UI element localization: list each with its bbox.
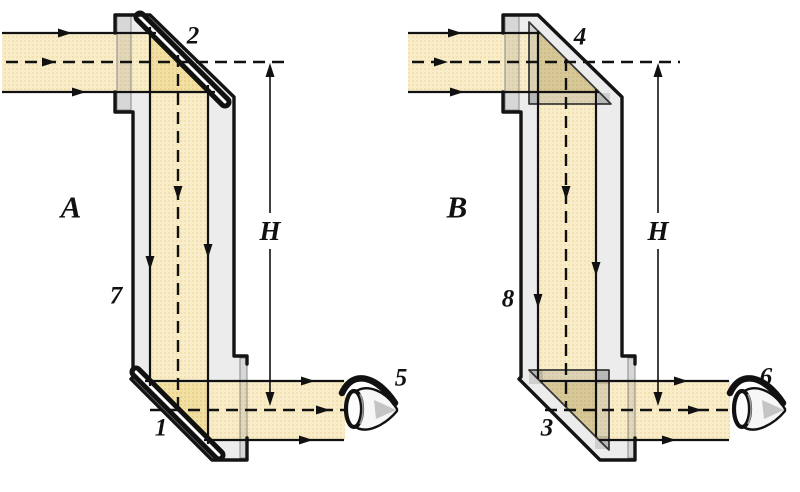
label-mirror-2: 2 (186, 23, 200, 50)
panel-a-letter: A (59, 190, 82, 225)
dimension-h-a: H (255, 63, 285, 406)
housing-b-outline-top (501, 13, 637, 366)
label-tube-8: 8 (502, 286, 515, 313)
housing-a-outline-top (113, 13, 249, 366)
eye-icon-b (730, 378, 785, 429)
housing-a-outline-bottom (113, 90, 249, 462)
label-tube-7: 7 (110, 283, 124, 310)
housing-b-outline-bottom (501, 90, 637, 462)
label-eye-5: 5 (395, 365, 408, 392)
exit-window-a (239, 357, 248, 459)
panel-b: H B 4 3 8 6 (408, 13, 785, 462)
label-mirror-1: 1 (155, 415, 168, 442)
exit-window-b (627, 357, 636, 459)
panel-b-letter: B (446, 190, 468, 225)
label-prism-4: 4 (573, 24, 587, 51)
axes-b (412, 59, 734, 412)
dimension-h-b: H (643, 63, 673, 406)
panel-a: H A 2 1 7 5 (2, 10, 408, 462)
mirror-2 (133, 10, 232, 109)
label-prism-3: 3 (540, 415, 554, 442)
height-label-b: H (646, 216, 669, 246)
height-label-a: H (258, 216, 281, 246)
label-eye-6: 6 (760, 364, 773, 391)
eye-icon-a (342, 378, 397, 429)
